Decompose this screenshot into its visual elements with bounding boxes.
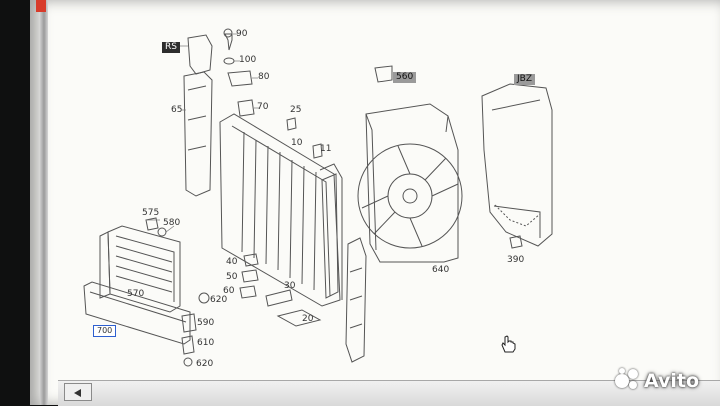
part-80-mount <box>227 70 253 87</box>
part-590-mount <box>181 313 197 333</box>
part-11-clip <box>312 143 323 159</box>
part-100-washer <box>223 57 235 65</box>
avito-text: Avito <box>644 369 700 392</box>
callout-11[interactable]: 11 <box>320 144 332 154</box>
callout-610[interactable]: 610 <box>197 338 215 348</box>
part-575-plug <box>145 217 159 231</box>
part-560-bracket <box>374 65 393 83</box>
part-20-plate <box>276 309 322 327</box>
callout-620-lower[interactable]: 620 <box>196 359 214 369</box>
part-90-bolt <box>224 33 233 51</box>
part-610-mount <box>181 335 195 355</box>
callout-50[interactable]: 50 <box>226 272 238 282</box>
callout-tag-rs[interactable]: RS <box>162 42 180 53</box>
scroll-left-button[interactable] <box>64 383 92 401</box>
callout-640[interactable]: 640 <box>432 265 450 275</box>
part-65-side-bracket <box>183 71 213 197</box>
part-570-condenser <box>107 225 181 313</box>
part-jbz-shroud <box>481 83 553 247</box>
callout-620-upper[interactable]: 620 <box>210 295 228 305</box>
callout-10[interactable]: 10 <box>291 138 303 148</box>
callout-65[interactable]: 65 <box>171 105 183 115</box>
part-25-clip <box>286 117 297 131</box>
part-640-fan-shroud <box>365 103 459 263</box>
callout-580[interactable]: 580 <box>163 218 181 228</box>
part-radiator <box>219 113 341 307</box>
callout-80[interactable]: 80 <box>258 72 270 82</box>
callout-590[interactable]: 590 <box>197 318 215 328</box>
callout-570[interactable]: 570 <box>127 289 145 299</box>
avito-watermark: Avito <box>614 366 699 395</box>
part-50 <box>241 269 259 283</box>
part-580-seal <box>157 227 167 237</box>
window-top-marker <box>36 0 46 12</box>
part-70-mount <box>237 99 255 117</box>
avito-logo-icon <box>614 366 640 395</box>
part-rs-bracket <box>187 34 213 75</box>
part-620-grommet <box>198 292 210 304</box>
part-side-duct <box>345 237 367 363</box>
callout-tag-jbz[interactable]: JBZ <box>514 74 535 85</box>
callout-390[interactable]: 390 <box>507 255 525 265</box>
horizontal-scrollbar[interactable] <box>58 380 720 406</box>
window-left-border <box>40 0 48 405</box>
callout-700-selected[interactable]: 700 <box>93 325 117 337</box>
callout-70[interactable]: 70 <box>257 102 269 112</box>
callout-tag-560[interactable]: 560 <box>393 72 417 83</box>
callout-60[interactable]: 60 <box>223 286 235 296</box>
callout-575[interactable]: 575 <box>142 208 160 218</box>
part-30-strip <box>265 289 293 307</box>
part-40 <box>243 253 259 267</box>
part-390-clip <box>509 235 523 249</box>
part-60 <box>239 285 257 299</box>
callout-20[interactable]: 20 <box>302 314 314 324</box>
part-700-cooler <box>83 281 191 345</box>
callout-90[interactable]: 90 <box>236 29 248 39</box>
part-620-grommet-lower <box>183 357 193 367</box>
callout-40[interactable]: 40 <box>226 257 238 267</box>
hand-cursor-icon <box>499 334 517 358</box>
callout-100[interactable]: 100 <box>239 55 257 65</box>
callout-30[interactable]: 30 <box>284 281 296 291</box>
scroll-left-arrow-icon <box>71 383 85 402</box>
callout-25[interactable]: 25 <box>290 105 302 115</box>
